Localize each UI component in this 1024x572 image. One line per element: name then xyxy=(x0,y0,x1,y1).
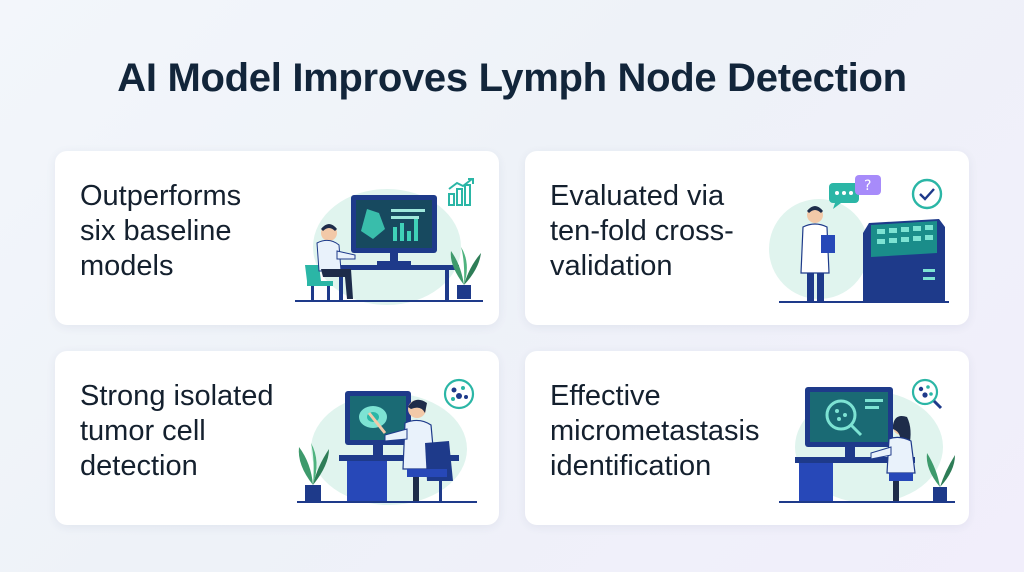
info-card-isolated-tumor-cell: Strong isolated tumor cell detection xyxy=(55,351,499,525)
card-line: six baseline xyxy=(80,215,232,247)
check-circle-icon xyxy=(911,178,943,210)
card-line: ten-fold cross- xyxy=(550,215,734,247)
info-card-micrometastasis: Effective micrometastasis identification xyxy=(525,351,969,525)
card-line: Strong isolated xyxy=(80,380,274,412)
cell-cluster-icon xyxy=(911,378,943,410)
card-text: Effective micrometastasis identification xyxy=(550,379,780,484)
info-card-cross-validation: Evaluated via ten-fold cross- validation… xyxy=(525,151,969,325)
card-text: Evaluated via ten-fold cross- validation xyxy=(550,179,780,284)
card-line: Evaluated via xyxy=(550,180,725,212)
cell-cluster-icon xyxy=(443,378,475,410)
researcher-at-monitor-illustration xyxy=(295,189,483,305)
card-line: tumor cell xyxy=(80,415,206,447)
bar-chart-icon xyxy=(448,178,474,206)
card-line: models xyxy=(80,250,174,282)
card-line: Effective xyxy=(550,380,661,412)
card-line: validation xyxy=(550,250,673,282)
card-line: detection xyxy=(80,450,198,482)
card-line: Outperforms xyxy=(80,180,242,212)
analyst-at-screen-illustration xyxy=(297,391,477,505)
card-text: Strong isolated tumor cell detection xyxy=(80,379,310,484)
info-card-outperforms: Outperforms six baseline models xyxy=(55,151,499,325)
scientist-with-machine-illustration: ? xyxy=(769,175,949,303)
card-line: micrometastasis xyxy=(550,415,760,447)
card-line: identification xyxy=(550,450,712,482)
page-title: AI Model Improves Lymph Node Detection xyxy=(117,56,907,100)
woman-at-microscope-screen-illustration xyxy=(779,387,955,503)
card-text: Outperforms six baseline models xyxy=(80,179,310,284)
svg-text:?: ? xyxy=(864,178,871,194)
